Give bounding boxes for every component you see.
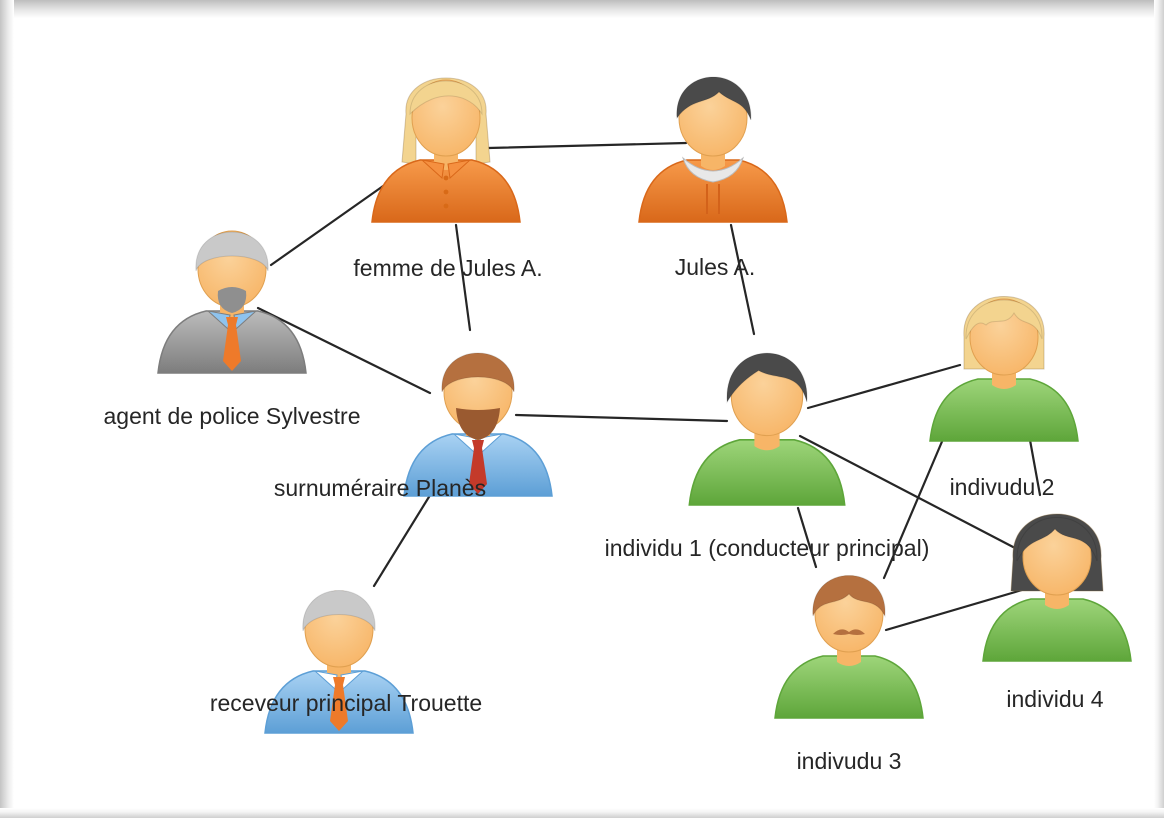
edge-individu2-individu3 <box>882 416 954 580</box>
edge-surnumeraire-receveur <box>372 490 434 588</box>
edge-individu3-individu4 <box>884 588 1024 632</box>
edge-femme-surnumeraire <box>454 223 472 332</box>
node-individu3-mustache-man-green-shirt-icon[interactable] <box>774 575 924 719</box>
edges-layer <box>256 141 1042 632</box>
frame-shadow-bottom <box>0 808 1164 818</box>
node-label-femme: femme de Jules A. <box>353 255 542 281</box>
node-individu4-dark-bob-hair-woman-green-shirt-icon[interactable] <box>982 513 1132 662</box>
node-label-individu4: individu 4 <box>1006 686 1103 712</box>
edge-femme-jules <box>486 141 688 150</box>
labels-layer: femme de Jules A. Jules A. agent de police… <box>104 254 1104 774</box>
node-individu2-blonde-woman-green-shirt-icon[interactable] <box>929 296 1079 442</box>
node-individu1-dark-hair-person-green-shirt-icon[interactable] <box>688 352 846 506</box>
frame-shadow-top <box>0 0 1164 18</box>
node-receveur-grey-hair-man-blue-shirt-icon[interactable] <box>264 590 414 734</box>
edge-femme-agent <box>269 182 388 267</box>
node-label-individu1: individu 1 (conducteur principal) <box>605 535 930 561</box>
frame-shadow-left <box>0 0 14 818</box>
edge-agent-surnumeraire <box>256 306 432 395</box>
node-label-receveur: receveur principal Trouette <box>210 690 482 716</box>
node-agent-old-man-grey-suit-icon[interactable] <box>157 230 307 374</box>
frame-shadow-right <box>1154 0 1164 818</box>
node-jules-man-dark-hair-orange-hoodie-icon[interactable] <box>638 76 788 223</box>
node-label-jules: Jules A. <box>675 254 756 280</box>
node-femme-woman-long-hair-orange-shirt-icon[interactable] <box>371 77 521 223</box>
nodes-layer <box>157 76 1132 734</box>
edge-individu1-individu4 <box>798 434 1017 550</box>
node-label-surnumeraire: surnuméraire Planès <box>274 475 486 501</box>
node-surnumeraire-bearded-man-blue-shirt-red-tie-icon[interactable] <box>403 352 553 497</box>
edge-surnumeraire-individu1 <box>514 413 729 423</box>
node-label-individu2: indivudu 2 <box>950 474 1055 500</box>
node-label-agent: agent de police Sylvestre <box>104 403 361 429</box>
edge-individu1-individu3 <box>796 506 818 569</box>
edge-individu2-individu4 <box>1028 438 1042 497</box>
edge-individu1-individu2 <box>806 363 962 410</box>
edge-jules-individu1 <box>729 223 756 336</box>
node-label-individu3: indivudu 3 <box>797 748 902 774</box>
